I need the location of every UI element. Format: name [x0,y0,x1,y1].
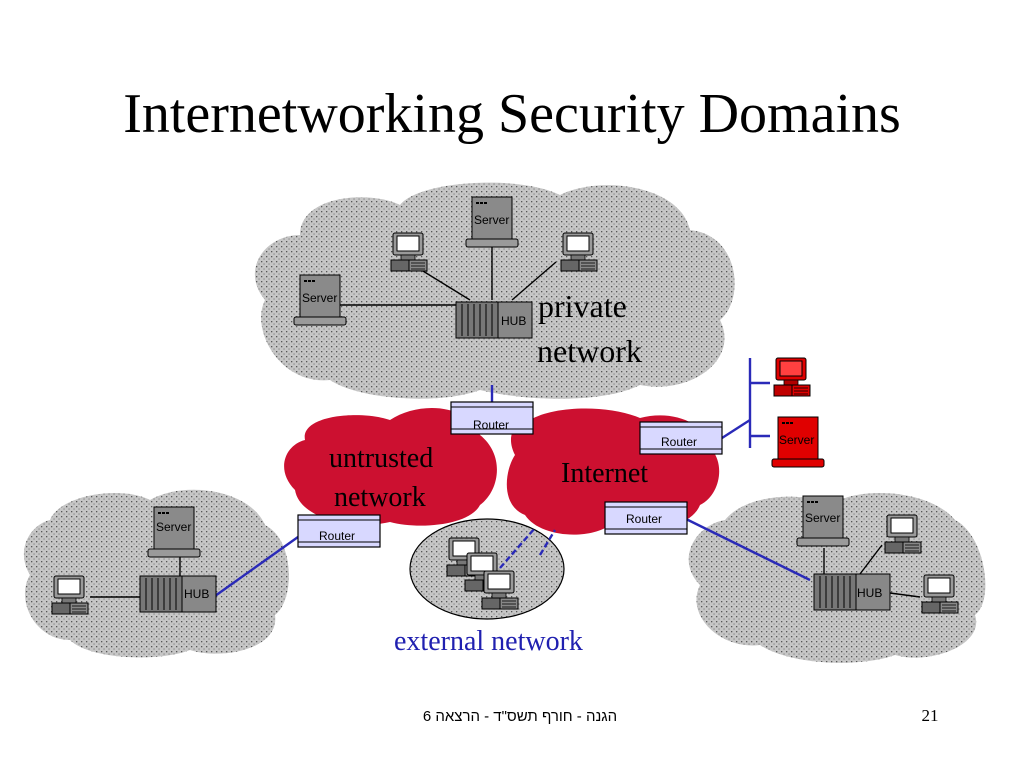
private-pc-right-icon [560,232,598,272]
router-internet-right: Router [639,421,723,455]
right-links [823,544,921,598]
internet-label: Internet [561,458,648,489]
private-network-label-1: private [538,288,627,324]
private-server-left: Server [293,274,347,326]
untrusted-network-cloud [284,408,497,526]
svg-text:HUB: HUB [857,586,882,600]
left-server: Server [147,506,201,558]
svg-text:Server: Server [779,433,814,447]
external-network-label: external network [394,626,583,657]
svg-text:Server: Server [156,520,191,534]
left-pc-icon [51,575,89,615]
private-network-label-2: network [537,333,642,369]
untrusted-network-label-2: network [334,482,426,513]
left-links [90,556,181,598]
right-pc-bottom-icon [921,574,959,614]
svg-text:Server: Server [302,291,337,305]
red-server: Server [771,416,825,468]
slide-title: Internetworking Security Domains [123,83,901,145]
svg-text:Router: Router [319,529,355,543]
right-hub: HUB [813,573,891,611]
router-left: Router [297,514,381,548]
svg-text:HUB: HUB [184,587,209,601]
footer-text: הגנה - חורף תשס"ד - הרצאה 6 [422,708,618,725]
svg-text:Router: Router [473,418,509,432]
svg-text:Router: Router [661,435,697,449]
left-hub: HUB [139,575,217,613]
router-internet-bottom: Router [604,501,688,535]
svg-text:HUB: HUB [501,314,526,328]
right-pc-top-icon [884,514,922,554]
private-hub: HUB [455,301,533,339]
right-server: Server [796,495,850,547]
untrusted-network-label-1: untrusted [329,443,433,474]
left-network-cloud [23,489,289,658]
external-pc-3-icon [481,570,519,610]
private-network-cloud [254,182,735,399]
svg-text:Router: Router [626,512,662,526]
router-private: Router [450,401,534,435]
blue-links [214,358,811,597]
private-pc-left-icon [390,232,428,272]
private-server-top: Server [465,196,519,248]
red-pc-icon [773,357,811,397]
page-number: 21 [921,706,939,725]
private-links [338,245,557,306]
svg-text:Server: Server [805,511,840,525]
svg-text:Server: Server [474,213,509,227]
